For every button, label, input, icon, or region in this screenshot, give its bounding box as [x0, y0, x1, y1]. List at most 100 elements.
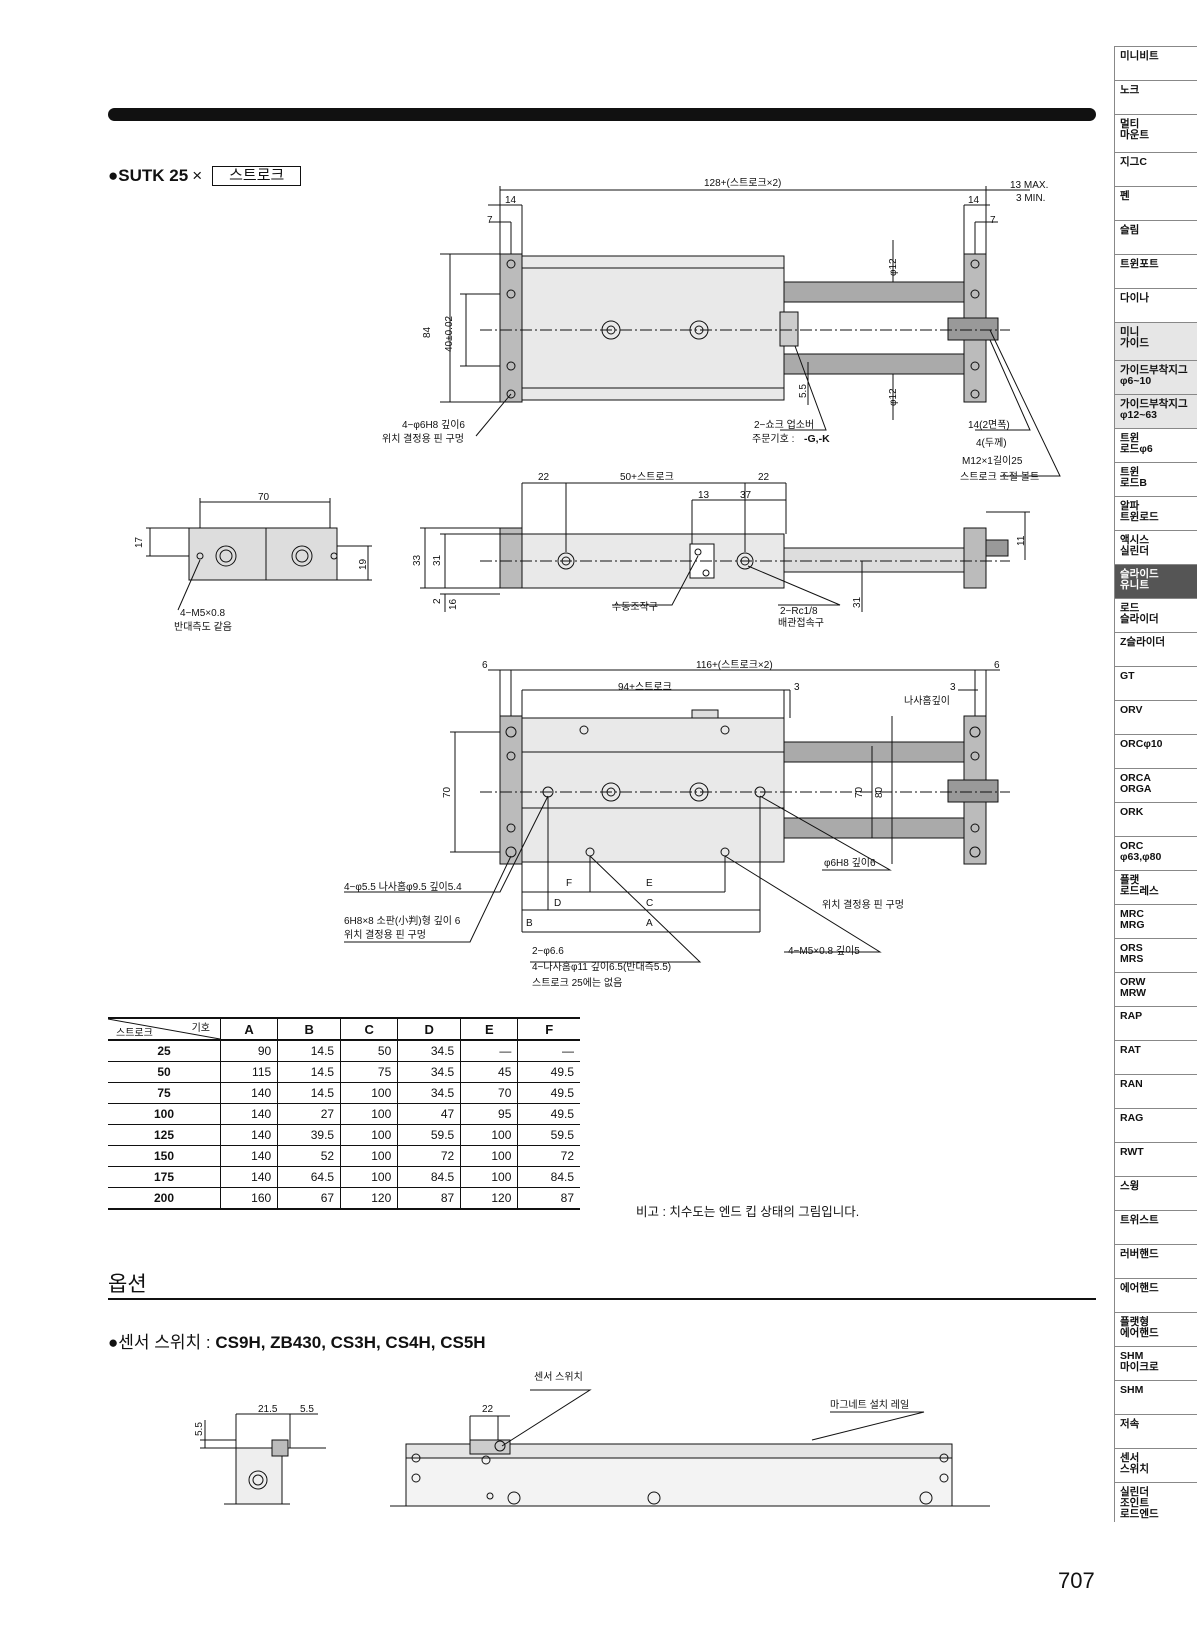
dim-front-37: 37 [740, 490, 752, 501]
index-tab[interactable]: 미니비트 [1114, 46, 1197, 80]
index-tab[interactable]: Z슬라이더 [1114, 632, 1197, 666]
index-tab[interactable]: 다이나 [1114, 288, 1197, 322]
index-tab[interactable]: 플랫형 에어핸드 [1114, 1312, 1197, 1346]
index-tab[interactable]: GT [1114, 666, 1197, 700]
dim-max: 13 MAX. [1010, 180, 1048, 191]
value-cell: 87 [397, 1187, 461, 1210]
front-view [420, 482, 1030, 612]
index-tab[interactable]: RAP [1114, 1006, 1197, 1040]
index-tab[interactable]: 에어핸드 [1114, 1278, 1197, 1312]
value-cell: 47 [397, 1103, 461, 1125]
index-tab[interactable]: 펜 [1114, 186, 1197, 220]
index-tab[interactable]: RAG [1114, 1108, 1197, 1142]
col-D: D [397, 1017, 461, 1041]
value-cell: 34.5 [397, 1061, 461, 1083]
index-tab[interactable]: 센서 스위치 [1114, 1448, 1197, 1482]
index-tab[interactable]: 스윙 [1114, 1176, 1197, 1210]
value-cell: 14.5 [277, 1082, 341, 1104]
stroke-cell: 75 [108, 1082, 221, 1104]
value-cell: 100 [340, 1082, 398, 1104]
dim-B: B [526, 918, 533, 929]
value-cell: 72 [517, 1145, 580, 1167]
dim-min: 3 MIN. [1016, 193, 1045, 204]
dim-5-5: 5.5 [798, 384, 809, 398]
index-tab[interactable]: SHM 마이크로 [1114, 1346, 1197, 1380]
note-phi11: 4−나사홈φ11 깊이6.5(반대측5.5) [532, 960, 671, 973]
index-tab[interactable]: 가이드부착지그 φ12~63 [1114, 394, 1197, 428]
stroke-box: 스트로크 [212, 166, 302, 186]
index-tab[interactable]: 트위스트 [1114, 1210, 1197, 1244]
value-cell: 140 [219, 1082, 278, 1104]
index-tab[interactable]: RWT [1114, 1142, 1197, 1176]
value-cell: 34.5 [397, 1082, 461, 1104]
index-tab[interactable]: 트윈 로드B [1114, 462, 1197, 496]
index-tab[interactable]: 가이드부착지그 φ6~10 [1114, 360, 1197, 394]
value-cell: 115 [219, 1061, 278, 1083]
index-tab[interactable]: ORC φ63,φ80 [1114, 836, 1197, 870]
note-slot-2: 위치 결정용 핀 구멍 [344, 928, 426, 941]
index-tab[interactable]: ORCφ10 [1114, 734, 1197, 768]
value-cell: 90 [219, 1040, 278, 1062]
index-tab[interactable]: 트윈 로드φ6 [1114, 428, 1197, 462]
value-cell: 34.5 [397, 1040, 461, 1062]
note-phi6-2: 위치 결정용 핀 구멍 [822, 898, 904, 911]
index-tab[interactable]: 미니 가이드 [1114, 322, 1197, 360]
stroke-cell: 200 [108, 1187, 221, 1210]
note-14-width: 14(2면폭) [968, 419, 1010, 431]
index-tab[interactable]: 슬림 [1114, 220, 1197, 254]
top-view [440, 186, 1061, 477]
dim-84: 84 [422, 326, 433, 338]
note-rc18: 2−Rc1/8 [780, 606, 818, 617]
index-tab[interactable]: 러버핸드 [1114, 1244, 1197, 1278]
index-tab[interactable]: 실린더 조인트 로드엔드 [1114, 1482, 1197, 1522]
index-tab[interactable]: MRC MRG [1114, 904, 1197, 938]
index-tab[interactable]: 플랫 로드레스 [1114, 870, 1197, 904]
index-tab[interactable]: ORW MRW [1114, 972, 1197, 1006]
opt-sensor-label: 센서 스위치 [534, 1370, 583, 1383]
note-m5-depth: 4−M5×0.8 깊이5 [788, 945, 860, 957]
dim-front-13: 13 [698, 490, 710, 501]
index-tab[interactable]: 로드 슬라이더 [1114, 598, 1197, 632]
stroke-cell: 25 [108, 1040, 221, 1062]
index-tab[interactable]: SHM [1114, 1380, 1197, 1414]
index-tab[interactable]: 저속 [1114, 1414, 1197, 1448]
index-tab[interactable]: ORV [1114, 700, 1197, 734]
value-cell: 64.5 [277, 1166, 341, 1188]
dim-front-31: 31 [432, 554, 443, 566]
index-tab[interactable]: RAT [1114, 1040, 1197, 1074]
note-stroke25: 스트로크 25에는 없음 [532, 976, 622, 989]
value-cell: 100 [460, 1166, 518, 1188]
index-tab[interactable]: ORS MRS [1114, 938, 1197, 972]
value-cell: 49.5 [517, 1082, 580, 1104]
value-cell: 100 [340, 1145, 398, 1167]
col-F: F [517, 1017, 580, 1041]
bottom-view [344, 669, 1010, 963]
col-A: A [219, 1017, 278, 1041]
note-piping-port: 배관접속구 [778, 617, 824, 629]
note-pin-hole-2: 위치 결정용 핀 구멍 [382, 432, 464, 445]
index-tab[interactable]: ORCA ORGA [1114, 768, 1197, 802]
index-tab[interactable]: 트윈포트 [1114, 254, 1197, 288]
index-tab[interactable]: 알파 트윈로드 [1114, 496, 1197, 530]
index-tab[interactable]: ORK [1114, 802, 1197, 836]
stroke-cell: 100 [108, 1103, 221, 1125]
index-tab[interactable]: 멀티 마운트 [1114, 114, 1197, 152]
header-stroke: 스트로크 [116, 1028, 153, 1039]
value-cell: 27 [277, 1103, 341, 1125]
index-tab[interactable]: 액시스 실린더 [1114, 530, 1197, 564]
dim-bottom-94: 94+스트로크 [618, 681, 672, 693]
value-cell: 70 [460, 1082, 518, 1104]
remark-note: 비고 : 치수도는 엔드 킵 상태의 그림입니다. [636, 1205, 860, 1219]
note-m12: M12×1길이25 [962, 454, 1023, 467]
index-tab[interactable]: RAN [1114, 1074, 1197, 1108]
index-tab[interactable]: 노크 [1114, 80, 1197, 114]
dim-D: D [554, 898, 561, 909]
index-tab[interactable]: 지그C [1114, 152, 1197, 186]
stroke-cell: 125 [108, 1124, 221, 1146]
dim-front-11: 11 [1016, 535, 1027, 546]
dim-A: A [646, 918, 653, 929]
index-tab[interactable]: 슬라이드 유니트 [1114, 564, 1197, 598]
